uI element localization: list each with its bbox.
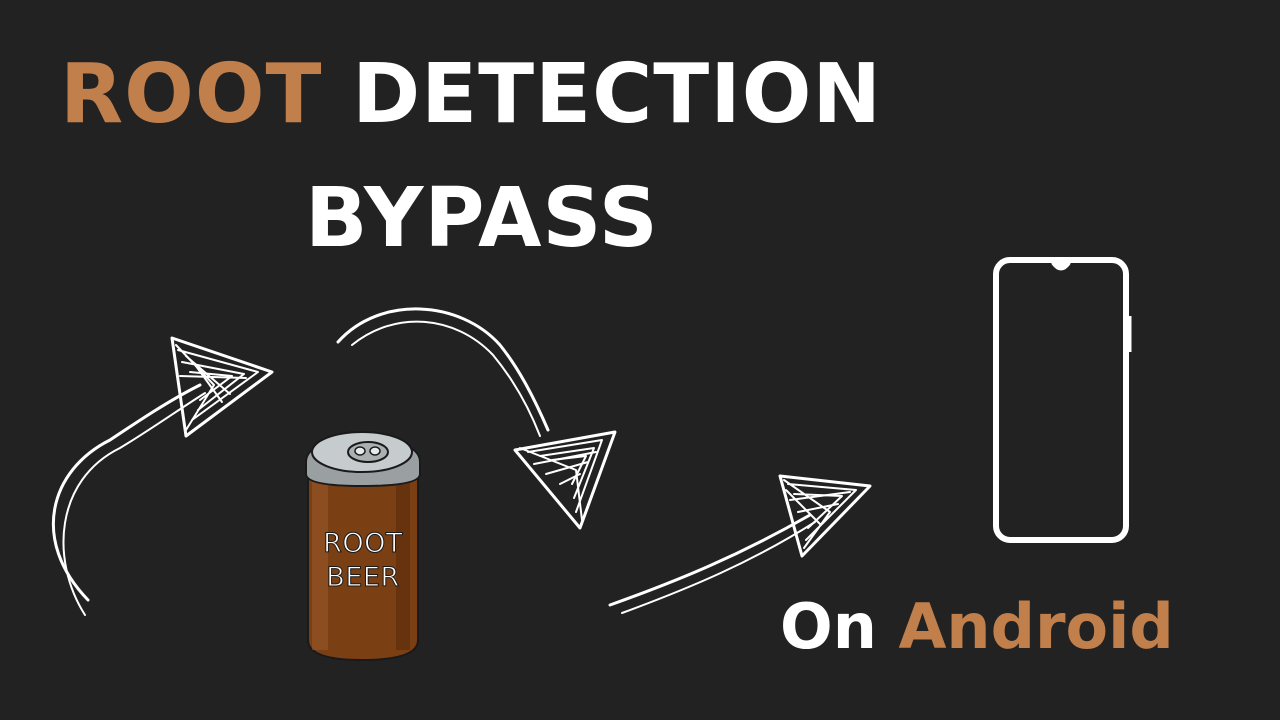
can-label-line-1: ROOT [323, 528, 403, 559]
can-label-line-2: BEER [326, 562, 399, 593]
root-beer-can-icon: ROOT BEER [305, 431, 421, 662]
title-line-1: ROOT DETECTION [60, 54, 882, 136]
title-word-bypass: BYPASS [305, 171, 659, 266]
subtitle-word-on: On [780, 590, 877, 663]
arrow-3-icon [608, 474, 872, 614]
android-phone-icon [993, 257, 1132, 543]
title-word-detection: DETECTION [352, 47, 883, 142]
arrow-2-icon [336, 307, 617, 530]
title-word-root: ROOT [60, 47, 323, 142]
subtitle: On Android [780, 596, 1174, 658]
title-line-2: BYPASS [305, 178, 659, 260]
arrow-1-icon [51, 336, 274, 616]
subtitle-word-android: Android [898, 590, 1174, 663]
